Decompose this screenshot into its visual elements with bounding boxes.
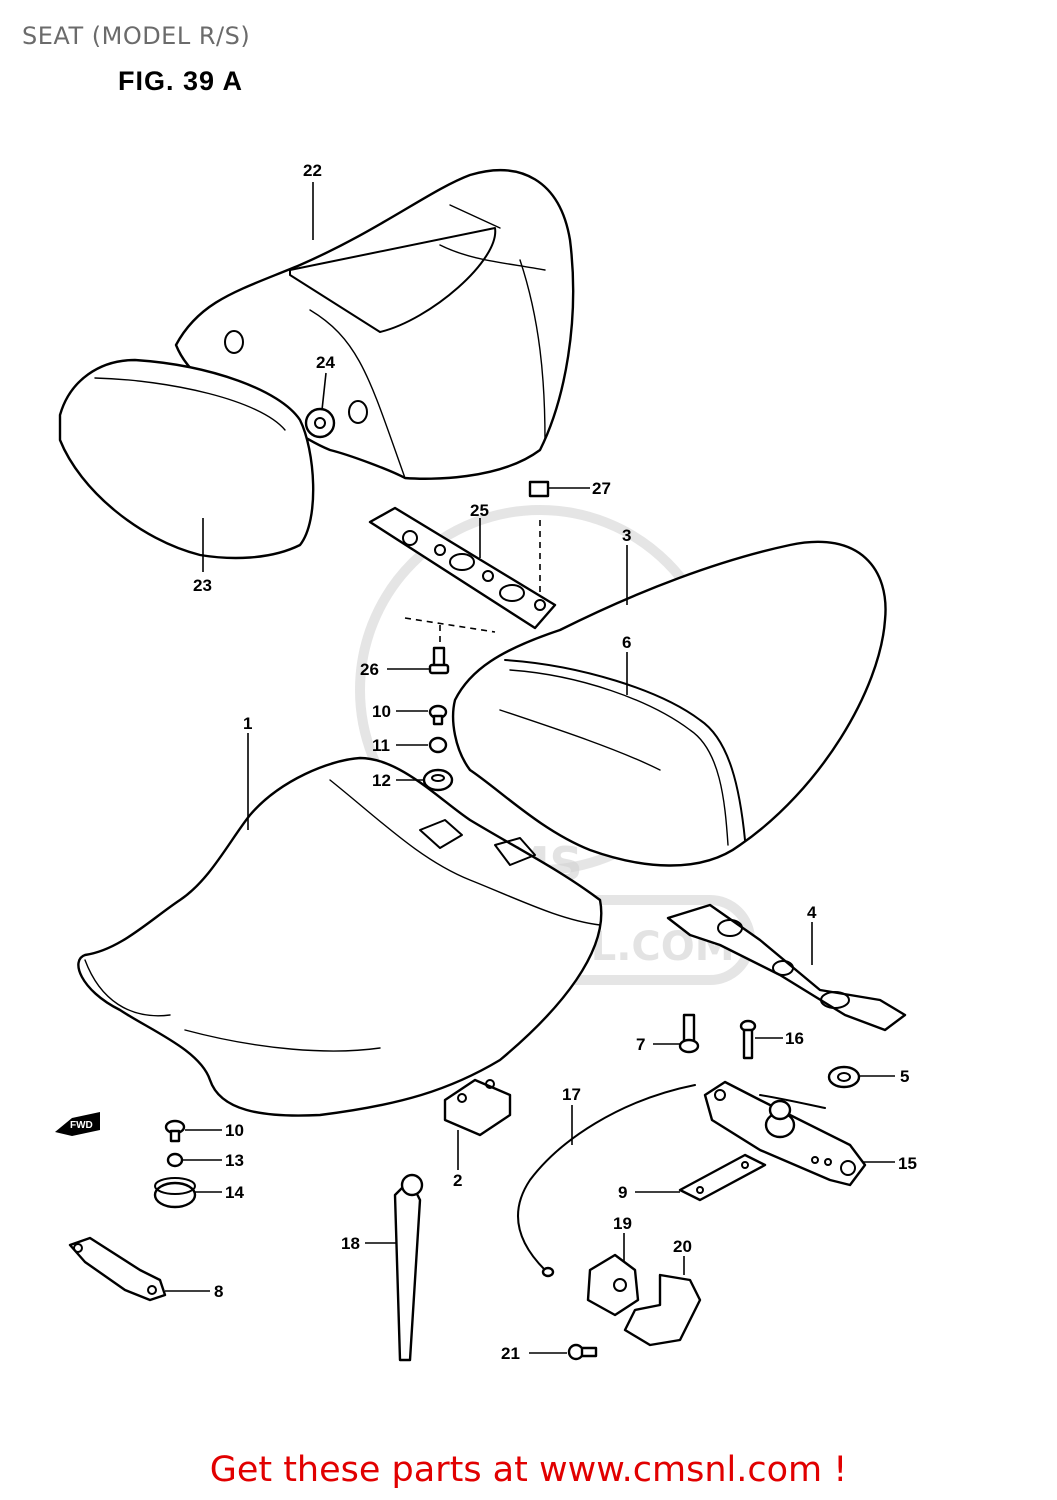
- callout-10-lower: 10: [225, 1121, 244, 1140]
- callout-13: 13: [225, 1151, 244, 1170]
- callout-20: 20: [673, 1237, 692, 1256]
- footer-cta-link[interactable]: Get these parts at www.cmsnl.com !: [209, 1450, 848, 1490]
- callout-14: 14: [225, 1183, 244, 1202]
- callout-2: 2: [453, 1171, 462, 1190]
- callout-17: 17: [562, 1085, 581, 1104]
- part-bracket-20: [623, 1273, 702, 1347]
- fwd-arrow-icon: FWD: [55, 1112, 100, 1136]
- callout-11: 11: [372, 736, 390, 755]
- part-washer-5: [827, 1065, 861, 1089]
- part-seat-pad: [58, 358, 315, 560]
- part-grommet-24: [304, 407, 336, 439]
- callout-22: 22: [303, 161, 322, 180]
- callout-7: 7: [636, 1035, 645, 1054]
- fwd-label: FWD: [70, 1120, 93, 1131]
- callout-1: 1: [243, 714, 252, 733]
- part-cable-17: [517, 1084, 696, 1278]
- part-seat-lock-15: [703, 1080, 867, 1187]
- leader-lines: [165, 182, 895, 1354]
- callout-18: 18: [341, 1234, 360, 1253]
- part-front-seat: [77, 756, 603, 1117]
- part-screw-10-upper: [428, 704, 448, 726]
- callout-4: 4: [807, 903, 817, 922]
- callout-9: 9: [618, 1183, 627, 1202]
- part-tie-18: [393, 1173, 424, 1362]
- callout-21: 21: [501, 1344, 520, 1363]
- part-plate-9: [678, 1153, 767, 1202]
- callout-19: 19: [613, 1214, 632, 1233]
- part-nut-27: [528, 480, 550, 498]
- part-washer-13: [166, 1152, 184, 1168]
- callout-24: 24: [316, 353, 335, 372]
- callout-10-upper: 10: [372, 702, 391, 721]
- part-bolt-26: [428, 646, 450, 675]
- part-bracket-25: [368, 506, 557, 630]
- callout-16: 16: [785, 1029, 804, 1048]
- part-strap-8: [68, 1236, 167, 1302]
- callout-8: 8: [214, 1282, 223, 1301]
- callout-15: 15: [898, 1154, 917, 1173]
- part-bracket-4: [666, 903, 907, 1032]
- part-rear-seat: [451, 540, 887, 867]
- part-connector-2: [443, 1078, 512, 1137]
- part-collar-14: [153, 1177, 197, 1209]
- callout-3: 3: [622, 526, 631, 545]
- callout-26: 26: [360, 660, 379, 679]
- callout-23: 23: [193, 576, 212, 595]
- callout-12: 12: [372, 771, 391, 790]
- part-lock-19: [586, 1253, 640, 1317]
- callout-5: 5: [900, 1067, 909, 1086]
- figure-label: FIG. 39 A: [118, 66, 244, 96]
- part-screw-16: [739, 1019, 757, 1060]
- page-title: SEAT (MODEL R/S): [22, 22, 251, 50]
- callout-25: 25: [470, 501, 489, 520]
- part-washer-11: [428, 736, 448, 754]
- callout-27: 27: [592, 479, 611, 498]
- part-bolt-7: [678, 1013, 700, 1054]
- part-bolt-21: [567, 1343, 598, 1361]
- part-screw-10-lower: [164, 1119, 186, 1143]
- part-cushion-12: [422, 768, 454, 792]
- callout-6: 6: [622, 633, 631, 652]
